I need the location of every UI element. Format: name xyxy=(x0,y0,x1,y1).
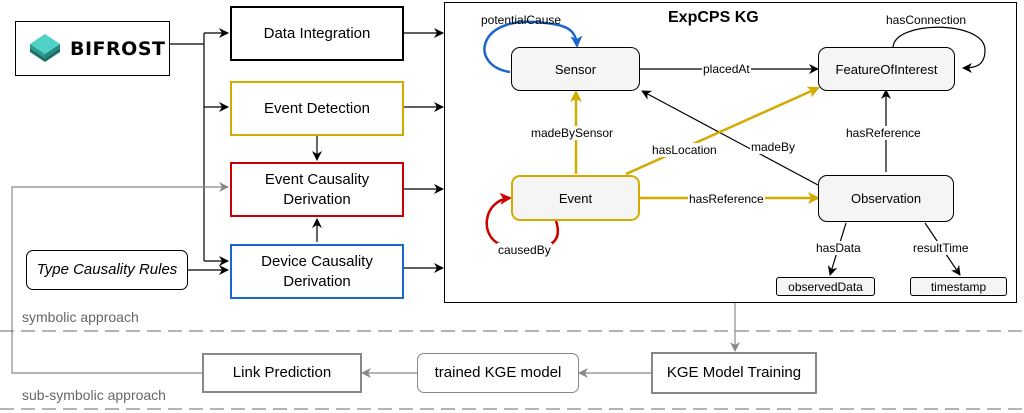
node-sensor-label: Sensor xyxy=(554,61,597,77)
literal-timestamp[interactable]: timestamp xyxy=(910,277,1007,296)
kge-model-training-label: KGE Model Training xyxy=(666,364,802,381)
bifrost-logo: BIFROST xyxy=(15,21,170,76)
event-causality-box[interactable]: Event Causality Derivation xyxy=(230,162,404,217)
label-has-reference-obs-foi: hasReference xyxy=(845,126,922,140)
data-integration-box[interactable]: Data Integration xyxy=(230,6,404,61)
label-has-connection: hasConnection xyxy=(886,13,967,27)
link-prediction-box[interactable]: Link Prediction xyxy=(202,353,362,393)
type-causality-rules-label: Type Causality Rules xyxy=(36,261,178,278)
node-observation[interactable]: Observation xyxy=(818,175,954,222)
node-event[interactable]: Event xyxy=(511,175,640,221)
label-placed-at: placedAt xyxy=(702,62,751,76)
label-has-reference-event-obs: hasReference xyxy=(688,192,765,206)
bifrost-diamond-icon xyxy=(30,33,60,62)
kg-title: ExpCPS KG xyxy=(668,9,759,26)
kge-model-training-box[interactable]: KGE Model Training xyxy=(651,352,817,394)
label-potential-cause: potentialCause xyxy=(481,13,562,27)
label-caused-by: causedBy xyxy=(497,243,552,257)
trained-kge-model-box[interactable]: trained KGE model xyxy=(417,353,579,393)
literal-observed-data[interactable]: observedData xyxy=(776,277,875,296)
edge-made-by xyxy=(641,90,819,186)
sub-symbolic-connectors xyxy=(11,182,740,378)
type-causality-rules-box[interactable]: Type Causality Rules xyxy=(26,250,188,290)
trained-kge-model-label: trained KGE model xyxy=(434,364,562,381)
label-result-time: resultTime xyxy=(912,241,970,255)
event-detection-label: Event Detection xyxy=(264,99,370,117)
node-foi-label: FeatureOfInterest xyxy=(835,61,938,77)
timestamp-label: timestamp xyxy=(930,279,987,294)
node-observation-label: Observation xyxy=(850,191,922,206)
sub-symbolic-approach-label: sub-symbolic approach xyxy=(22,387,166,403)
device-causality-box[interactable]: Device Causality Derivation xyxy=(230,244,404,299)
event-detection-box[interactable]: Event Detection xyxy=(230,81,404,136)
loop-potential-cause xyxy=(483,20,583,74)
label-has-location: hasLocation xyxy=(651,143,718,157)
kg-container xyxy=(444,2,1017,303)
edge-has-location xyxy=(625,86,820,176)
pipeline-to-kg-arrows xyxy=(404,28,444,273)
label-made-by-sensor: madeBySensor xyxy=(530,126,615,140)
event-causality-label: Event Causality Derivation xyxy=(264,170,370,208)
device-causality-label: Device Causality Derivation xyxy=(261,252,373,290)
loop-has-connection xyxy=(892,26,986,73)
symbolic-approach-label: symbolic approach xyxy=(22,309,139,325)
data-integration-label: Data Integration xyxy=(263,24,371,42)
node-feature-of-interest[interactable]: FeatureOfInterest xyxy=(818,47,955,91)
label-made-by: madeBy xyxy=(750,140,797,154)
label-has-data: hasData xyxy=(815,241,862,255)
node-sensor[interactable]: Sensor xyxy=(511,47,640,91)
observed-data-label: observedData xyxy=(788,279,863,294)
link-prediction-label: Link Prediction xyxy=(232,364,332,381)
node-event-label: Event xyxy=(558,190,593,206)
logo-fanout-connector xyxy=(170,28,229,266)
bifrost-logo-text: BIFROST xyxy=(70,37,166,60)
